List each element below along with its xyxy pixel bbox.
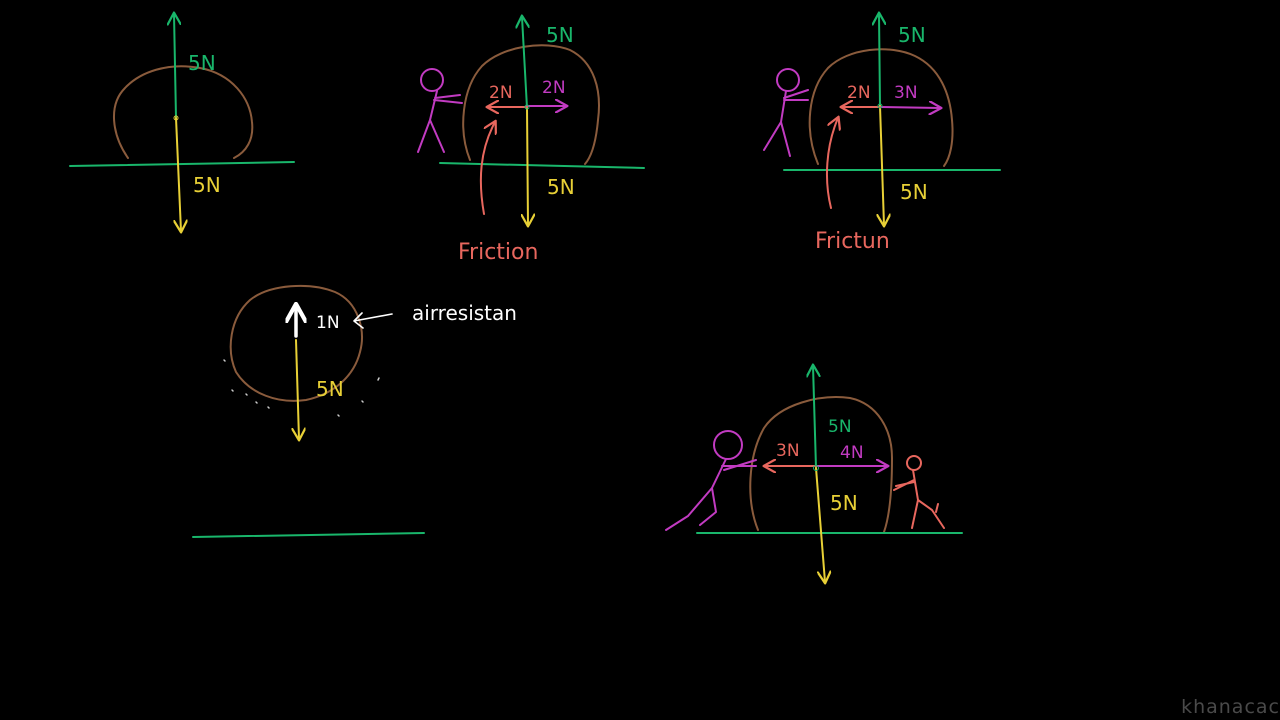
rock-outline [749, 396, 893, 533]
gravity-force-arrow [880, 105, 884, 225]
gravity-force-label: 5N [316, 377, 344, 401]
gravity-force-label: 5N [193, 173, 221, 197]
friction-caption: Frictun [815, 229, 890, 254]
stick-figure-head [906, 455, 922, 471]
stick-figure-body [893, 469, 945, 529]
gravity-force-arrow [176, 117, 181, 231]
stick-figure-head [713, 430, 743, 460]
friction-force-label: 2N [489, 83, 513, 103]
right-push-label: 4N [840, 443, 864, 463]
rock-outline [462, 44, 600, 165]
stick-figure-body [665, 458, 757, 531]
pushing-stick-figure [763, 68, 809, 157]
center-dot [877, 103, 883, 109]
panel-push-balanced: 5N 5N 2N 2N Friction [417, 17, 645, 265]
friction-pointer-curve [479, 122, 495, 215]
left-pushing-stick-figure [665, 430, 757, 531]
friction-caption: Friction [458, 240, 538, 265]
push-force-arrow [879, 107, 940, 108]
friction-pointer-curve [825, 118, 838, 209]
center-dot [524, 104, 530, 110]
normal-force-arrow [522, 17, 527, 109]
motion-specks [223, 359, 380, 417]
gravity-force-arrow [527, 107, 528, 225]
panel-rock-at-rest: 5N 5N [69, 14, 295, 231]
gravity-force-label: 5N [547, 175, 575, 199]
stick-figure-body [763, 89, 809, 157]
gravity-force-arrow [815, 467, 825, 582]
right-pushing-stick-figure [893, 455, 945, 529]
stick-figure-head [420, 68, 444, 92]
ground-line [439, 162, 645, 169]
pushing-stick-figure [417, 68, 463, 153]
panel-push-unbalanced: 5N 5N 2N 3N Frictun [763, 14, 1001, 254]
air-resistance-label: 1N [316, 313, 340, 333]
rock-outline [808, 48, 954, 167]
push-force-label: 2N [542, 78, 566, 98]
watermark-logo: khanacac [1181, 696, 1280, 718]
normal-force-label: 5N [828, 417, 852, 437]
stick-figure-body [417, 90, 463, 153]
left-push-label: 3N [776, 441, 800, 461]
normal-force-arrow [813, 366, 816, 469]
friction-force-label: 2N [847, 83, 871, 103]
gravity-force-label: 5N [900, 180, 928, 204]
center-dot [173, 115, 179, 121]
gravity-force-arrow [296, 339, 299, 439]
panel-two-pushers: 5N 5N 3N 4N [665, 366, 963, 582]
stick-figure-head [776, 68, 800, 92]
ground-line [192, 532, 425, 538]
normal-force-arrow [174, 14, 176, 119]
center-dot [813, 465, 819, 471]
air-resistance-caption: airresistan [412, 301, 517, 325]
caption-pointer-arrow [353, 312, 393, 329]
rock-outline [229, 284, 363, 402]
rock-outline [113, 65, 254, 159]
panel-falling-rock: 1N 5N airresistan [192, 284, 517, 538]
normal-force-arrow [879, 14, 880, 107]
push-force-label: 3N [894, 83, 918, 103]
gravity-force-label: 5N [830, 491, 858, 515]
normal-force-label: 5N [546, 23, 574, 47]
ground-line [69, 161, 295, 167]
normal-force-label: 5N [188, 51, 216, 75]
normal-force-label: 5N [898, 23, 926, 47]
